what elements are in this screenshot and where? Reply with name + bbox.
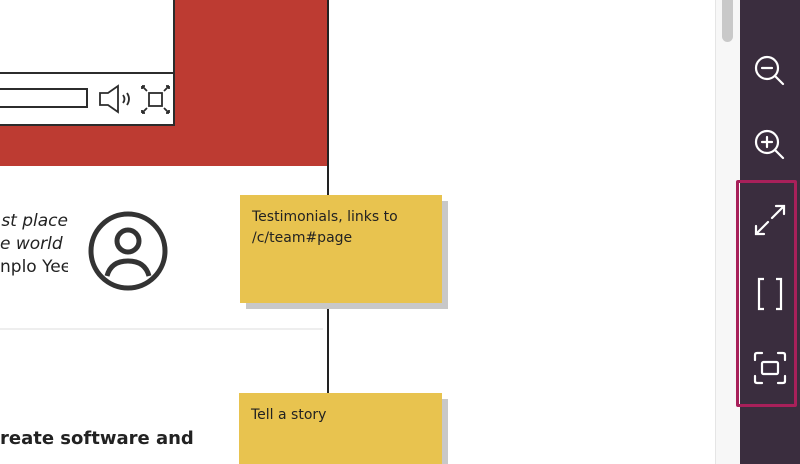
sticky-note-testimonials[interactable]: Testimonials, links to /c/team#page: [240, 195, 442, 303]
sticky-note-story[interactable]: Tell a story: [239, 393, 442, 464]
vertical-scrollbar[interactable]: [715, 0, 740, 464]
zoom-in-button[interactable]: [750, 125, 790, 165]
sticky-note-text: Testimonials, links to: [252, 209, 398, 225]
quote-line: st place: [1, 211, 68, 231]
seek-bar: [0, 88, 88, 108]
testimonial-quote: st place e world - nplo Yee: [0, 210, 68, 279]
sticky-note-text: Tell a story: [251, 407, 327, 423]
scrollbar-thumb[interactable]: [722, 0, 733, 42]
volume-icon: [99, 84, 130, 114]
sticky-note-text: /c/team#page: [252, 230, 353, 246]
fit-to-screen-icon: [753, 351, 787, 385]
zoom-out-icon: [754, 55, 785, 86]
fit-to-screen-button[interactable]: [750, 348, 790, 388]
zoom-in-icon: [754, 129, 785, 160]
quote-line: nplo Yee: [0, 257, 68, 277]
avatar-icon: [88, 211, 168, 291]
expand-button[interactable]: [750, 200, 790, 240]
wireframe-canvas[interactable]: st place e world - nplo Yee reate softwa…: [0, 0, 715, 464]
expand-icon: [754, 204, 786, 236]
section-heading: reate software and: [0, 428, 194, 449]
fullscreen-icon: [141, 85, 170, 114]
connector-line: [327, 308, 329, 393]
brackets-icon: [757, 277, 783, 311]
connector-line: [327, 0, 329, 195]
video-controls-divider: [0, 72, 173, 74]
zoom-out-button[interactable]: [750, 51, 790, 91]
highlight-frame: [736, 180, 797, 407]
video-player-mockup: [0, 0, 175, 126]
brackets-button[interactable]: [750, 274, 790, 314]
quote-line: e world -: [0, 234, 68, 254]
zoom-toolbar: [736, 0, 800, 464]
section-divider: [0, 328, 323, 330]
